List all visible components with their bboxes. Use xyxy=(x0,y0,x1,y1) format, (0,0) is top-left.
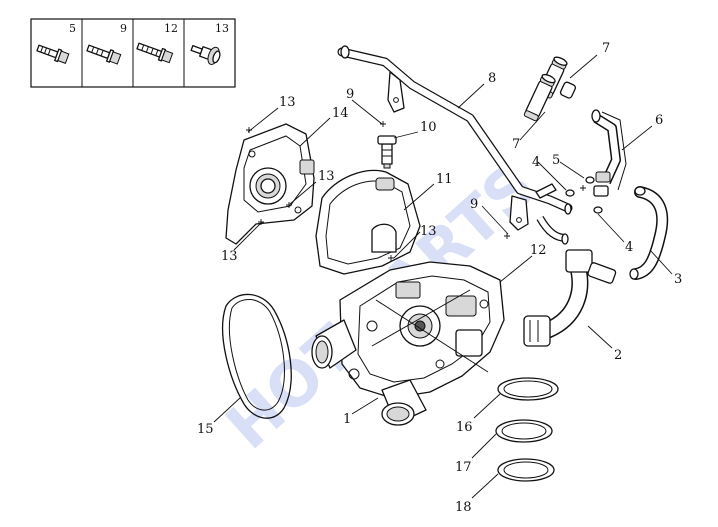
callout-12: 12 xyxy=(530,243,547,258)
callout-13: 13 xyxy=(221,249,238,264)
part-14-rear-cover xyxy=(225,123,315,245)
part-11-front-cover xyxy=(315,169,421,275)
part-6-bent-pipe xyxy=(591,109,627,197)
part-16-gasket-ring xyxy=(497,377,559,401)
flange-bolt-icon xyxy=(136,42,174,64)
part-5-washer xyxy=(585,176,595,184)
callout-4: 4 xyxy=(625,240,633,255)
part-1-housing-assembly xyxy=(311,261,505,426)
flange-bolt-icon xyxy=(36,44,70,64)
callout-13: 13 xyxy=(318,169,335,184)
callout-2: 2 xyxy=(614,348,622,363)
callout-10: 10 xyxy=(420,120,437,135)
part-4-seal-ring xyxy=(565,189,575,197)
callout-1: 1 xyxy=(343,412,351,427)
flange-bolt-icon xyxy=(86,44,122,65)
callout-5: 5 xyxy=(552,153,560,168)
callout-9: 9 xyxy=(346,87,354,102)
callout-16: 16 xyxy=(456,420,473,435)
legend-label-5: 5 xyxy=(69,22,76,35)
part-8-coolant-pipe xyxy=(337,45,573,245)
shoulder-bolt-icon xyxy=(190,45,221,65)
part-3-hose xyxy=(629,186,669,280)
part-7-connector-pipes xyxy=(523,56,577,122)
callout-7: 7 xyxy=(512,137,520,152)
callout-8: 8 xyxy=(488,71,496,86)
callout-4: 4 xyxy=(532,155,540,170)
part-18-gasket-ring xyxy=(497,458,555,482)
callout-18: 18 xyxy=(455,500,472,515)
callout-7: 7 xyxy=(602,41,610,56)
callout-3: 3 xyxy=(674,272,682,287)
callout-17: 17 xyxy=(455,460,472,475)
part-17-gasket-ring xyxy=(495,419,553,443)
part-4-seal-ring-lower xyxy=(593,206,603,214)
callout-13: 13 xyxy=(420,224,437,239)
callout-6: 6 xyxy=(655,113,663,128)
part-10-bolt xyxy=(377,135,397,169)
callout-15: 15 xyxy=(197,422,214,437)
callout-9: 9 xyxy=(470,197,478,212)
fastener-legend: 5 9 12 13 xyxy=(30,18,236,88)
part-2-outlet-pipe xyxy=(523,249,617,347)
legend-label-12: 12 xyxy=(164,22,178,35)
callout-11: 11 xyxy=(436,172,453,187)
legend-label-9: 9 xyxy=(120,22,127,35)
leader-lines xyxy=(213,54,673,499)
callout-14: 14 xyxy=(332,106,349,121)
callout-13: 13 xyxy=(279,95,296,110)
legend-label-13: 13 xyxy=(215,22,229,35)
part-15-drive-belt xyxy=(222,293,292,419)
callout-labels: 7 8 9 13 14 10 7 6 4 5 13 11 9 13 12 4 3… xyxy=(197,41,682,515)
